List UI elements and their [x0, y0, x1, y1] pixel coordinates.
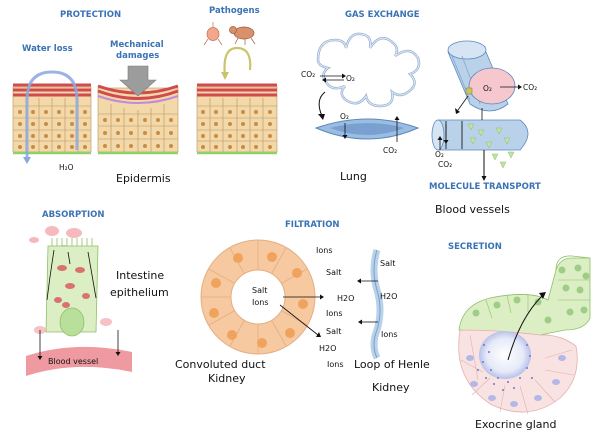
ions-label-2: Ions: [326, 309, 343, 318]
lung-label: Lung: [340, 170, 367, 183]
co2-vessel-label: CO₂: [438, 160, 452, 169]
intestine-label-1: Intestine: [116, 269, 164, 282]
o2-alveolus-label: O₂: [340, 112, 349, 121]
intestine-label-2: epithelium: [110, 286, 169, 299]
h2o-label-2: H2O: [319, 344, 336, 353]
molecule-transport-title: MOLECULE TRANSPORT: [429, 182, 541, 192]
exocrine-gland-label: Exocrine gland: [475, 418, 556, 431]
absorption-title: ABSORPTION: [42, 210, 104, 220]
bacterium-icon: [203, 22, 223, 46]
o2-rbc-label: O₂: [483, 84, 492, 93]
water-loss-arrow: [25, 70, 79, 158]
epidermis-block-1: H₂O: [12, 70, 92, 172]
filtration-title: FILTRATION: [285, 220, 340, 230]
epidermis-block-3: [196, 22, 278, 155]
center-ions-label: Ions: [252, 298, 269, 307]
loop-of-henle-label: Loop of Henle: [354, 358, 430, 371]
gland-lumen: [479, 331, 531, 379]
pressure-arrow: [119, 65, 157, 97]
louse-icon: [229, 26, 256, 45]
henle-h2o-label: H2O: [380, 292, 397, 301]
gland-duct: [458, 257, 591, 336]
co2-left-label: CO₂: [301, 70, 315, 79]
transport-vessel: [431, 108, 529, 169]
mechanical-label-2: damages: [116, 51, 159, 61]
center-salt-label: Salt: [252, 286, 267, 295]
o2-vessel-label: O₂: [435, 150, 444, 159]
protection-title: PROTECTION: [60, 10, 121, 20]
henle-ions-label: Ions: [381, 330, 398, 339]
water-loss-label: Water loss: [22, 44, 73, 54]
henle-kidney-label: Kidney: [372, 381, 410, 394]
blood-vessels-label: Blood vessels: [435, 203, 510, 216]
lung-alveoli: [316, 32, 421, 108]
convoluted-kidney-label: Kidney: [208, 372, 246, 385]
filtration-section: FILTRATION Salt Ions Ions Salt H2O Ions …: [175, 220, 430, 394]
h2o-label: H₂O: [59, 163, 74, 172]
epidermis-label: Epidermis: [116, 172, 171, 185]
blood-vessel-label: Blood vessel: [48, 357, 98, 366]
protection-section: PROTECTION Water loss Mechanical damages…: [12, 6, 278, 185]
o2-left-label: O₂: [346, 74, 355, 83]
co2-right-label: CO₂: [523, 83, 537, 92]
red-blood-cell: [468, 67, 516, 105]
ions-label-3: Ions: [327, 360, 344, 369]
gas-exchange-title: GAS EXCHANGE: [345, 10, 420, 20]
mechanical-label-1: Mechanical: [110, 40, 164, 50]
henle-salt-label: Salt: [380, 259, 395, 268]
salt-label-2: Salt: [326, 327, 341, 336]
ions-label-1: Ions: [316, 246, 333, 255]
co2-alveolus-label: CO₂: [383, 146, 397, 155]
convoluted-duct: [200, 239, 316, 355]
loop-of-henle: [370, 248, 384, 360]
absorption-blood-vessel: [26, 346, 132, 376]
h2o-label-1: H2O: [337, 294, 354, 303]
gas-exchange-section: GAS EXCHANGE CO₂ O₂ O₂ CO₂ Lung O₂: [301, 10, 541, 216]
salt-label-1: Salt: [326, 268, 341, 277]
absorption-section: ABSORPTION Blood vessel Intestine epithe…: [26, 210, 169, 376]
epidermis-block-2: [97, 65, 179, 155]
secretion-section: SECRETION: [448, 242, 591, 431]
pathogens-label: Pathogens: [209, 6, 260, 16]
convoluted-duct-label: Convoluted duct: [175, 358, 266, 371]
secretion-title: SECRETION: [448, 242, 502, 252]
pathogen-bounce-arrow: [223, 46, 252, 77]
